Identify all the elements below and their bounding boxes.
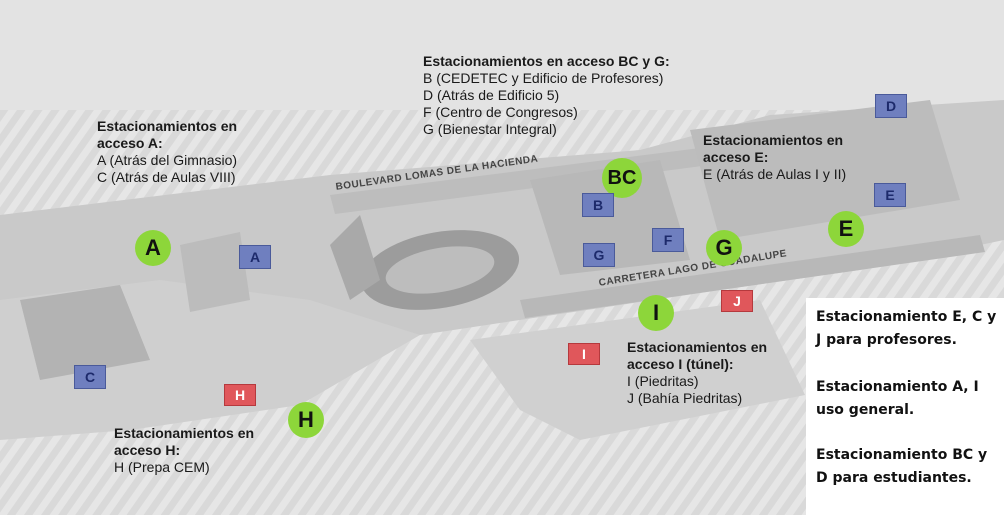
label-acceso-bc-g-title: Estacionamientos en acceso BC y G: bbox=[423, 53, 670, 69]
label-acceso-a-line: C (Atrás de Aulas VIII) bbox=[97, 169, 236, 185]
access-marker-i[interactable]: I bbox=[638, 295, 674, 331]
parking-marker-i[interactable]: I bbox=[568, 343, 600, 365]
parking-marker-h[interactable]: H bbox=[224, 384, 256, 406]
label-acceso-a-line: A (Atrás del Gimnasio) bbox=[97, 152, 238, 168]
label-acceso-h-line: H (Prepa CEM) bbox=[114, 459, 210, 475]
parking-marker-j[interactable]: J bbox=[721, 290, 753, 312]
parking-marker-b[interactable]: B bbox=[582, 193, 614, 217]
building-cluster-west bbox=[20, 285, 150, 380]
label-acceso-bc-g-line: D (Atrás de Edificio 5) bbox=[423, 87, 560, 103]
label-acceso-bc-g-line: F (Centro de Congresos) bbox=[423, 104, 578, 120]
label-acceso-h: Estacionamientos en acceso H: H (Prepa C… bbox=[114, 425, 284, 476]
access-marker-a[interactable]: A bbox=[135, 230, 171, 266]
label-acceso-i-line: J (Bahía Piedritas) bbox=[627, 390, 743, 406]
label-acceso-i-title: Estacionamientos en acceso I (túnel): bbox=[627, 339, 768, 372]
access-marker-g[interactable]: G bbox=[706, 230, 742, 266]
label-acceso-i-line: I (Piedritas) bbox=[627, 373, 699, 389]
parking-marker-f[interactable]: F bbox=[652, 228, 684, 252]
parking-marker-c[interactable]: C bbox=[74, 365, 106, 389]
sky-area bbox=[0, 0, 1004, 110]
access-marker-bc[interactable]: BC bbox=[602, 158, 642, 198]
label-acceso-e: Estacionamientos en acceso E: E (Atrás d… bbox=[703, 132, 853, 183]
stadium-field bbox=[385, 246, 495, 294]
parking-marker-g[interactable]: G bbox=[583, 243, 615, 267]
label-acceso-a: Estacionamientos en acceso A: A (Atrás d… bbox=[97, 118, 277, 186]
legend-profesores: Estacionamiento E, C y J para profesores… bbox=[816, 309, 997, 348]
south-zone bbox=[470, 300, 805, 440]
label-acceso-bc-g-line: G (Bienestar Integral) bbox=[423, 121, 557, 137]
label-acceso-bc-g: Estacionamientos en acceso BC y G: B (CE… bbox=[423, 53, 723, 138]
legend-panel: Estacionamiento E, C y J para profesores… bbox=[806, 298, 1004, 515]
carretera-road bbox=[520, 235, 985, 318]
parking-marker-d[interactable]: D bbox=[875, 94, 907, 118]
gymnasium-building bbox=[180, 232, 250, 312]
parking-marker-e[interactable]: E bbox=[874, 183, 906, 207]
label-acceso-bc-g-line: B (CEDETEC y Edificio de Profesores) bbox=[423, 70, 664, 86]
label-acceso-e-title: Estacionamientos en acceso E: bbox=[703, 132, 844, 165]
label-acceso-h-title: Estacionamientos en acceso H: bbox=[114, 425, 255, 458]
parking-marker-a[interactable]: A bbox=[239, 245, 271, 269]
legend-estudiantes: Estacionamiento BC y D para estudiantes. bbox=[816, 447, 988, 486]
building-cluster-mid bbox=[530, 160, 690, 275]
label-acceso-e-line: E (Atrás de Aulas I y II) bbox=[703, 166, 847, 182]
legend-uso-general: Estacionamiento A, I uso general. bbox=[816, 379, 979, 418]
label-acceso-a-title: Estacionamientos en acceso A: bbox=[97, 118, 238, 151]
central-building bbox=[330, 215, 380, 300]
access-marker-e[interactable]: E bbox=[828, 211, 864, 247]
access-marker-h[interactable]: H bbox=[288, 402, 324, 438]
label-acceso-i: Estacionamientos en acceso I (túnel): I … bbox=[627, 339, 797, 407]
